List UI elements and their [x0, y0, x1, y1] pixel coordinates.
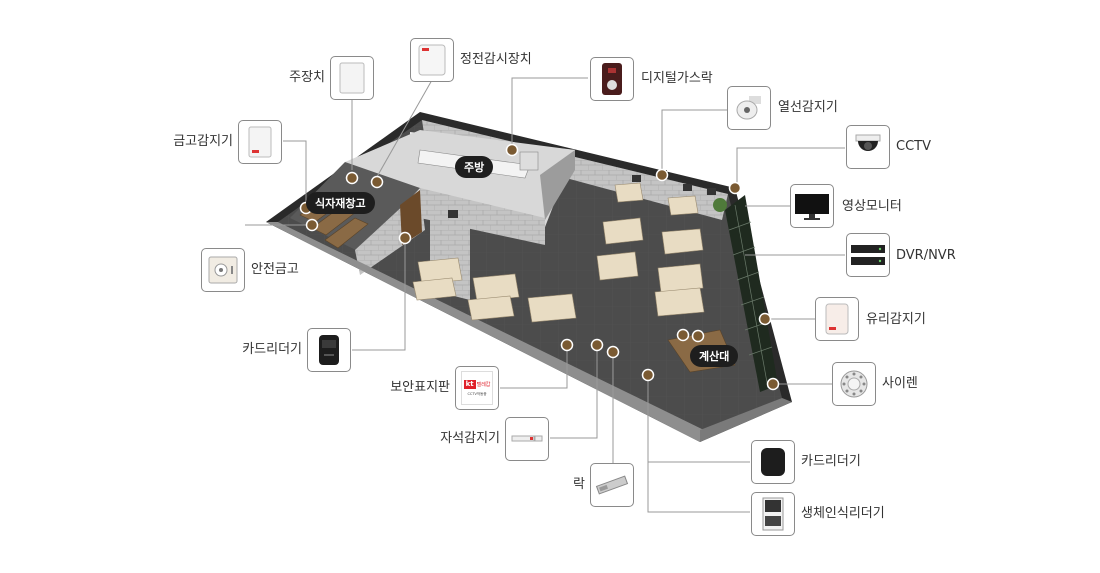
card-reader-right-box: [751, 440, 795, 484]
recorder-icon: [851, 245, 885, 265]
safe-detector-box: [238, 120, 282, 164]
safe-detector-icon: [248, 126, 272, 158]
heat-detector-label: 열선감지기: [778, 100, 838, 115]
safe-icon: [208, 256, 238, 284]
security-sign-box: kt 텔레캅 CCTV작동중: [455, 366, 499, 410]
sign-brand: kt: [463, 379, 476, 389]
sign-caption: CCTV작동중: [467, 391, 487, 396]
security-sign-icon: kt 텔레캅 CCTV작동중: [461, 371, 493, 405]
room-tag-storage: 식자재창고: [306, 192, 375, 214]
room-tag-kitchen: 주방: [455, 156, 494, 178]
sign-brand-sub: 텔레캅: [476, 381, 491, 388]
siren-icon: [840, 370, 868, 398]
siren-box: [832, 362, 876, 406]
card-reader-icon: [761, 448, 785, 476]
digital-lock-label: 디지털가스락: [641, 71, 713, 86]
glass-wall: [725, 195, 778, 392]
lock-box: [590, 463, 634, 507]
siren-label: 사이렌: [882, 376, 918, 391]
card-reader-left-label: 카드리더기: [242, 342, 302, 357]
power-monitor-label: 정전감시장치: [460, 52, 532, 67]
digital-lock-box: [590, 57, 634, 101]
magnetic-detector-label: 자석감지기: [440, 431, 500, 446]
room-tag-counter: 계산대: [690, 345, 739, 367]
fingerprint-reader-icon: [762, 497, 784, 531]
video-monitor-box: [790, 184, 834, 228]
digital-lock-icon: [602, 63, 622, 95]
card-reader-left-box: [307, 328, 351, 372]
monitor-icon: [795, 194, 829, 220]
cctv-label: CCTV: [896, 139, 931, 154]
safe-detector-label: 금고감지기: [173, 134, 233, 149]
safe-box: [201, 248, 245, 292]
video-monitor-label: 영상모니터: [842, 199, 902, 214]
magnetic-detector-icon: [511, 435, 543, 442]
dvr-nvr-label: DVR/NVR: [896, 248, 956, 263]
main-controller-box: [330, 56, 374, 100]
magnetic-detector-box: [505, 417, 549, 461]
device-markers: [299, 143, 780, 391]
glass-detector-box: [815, 297, 859, 341]
dvr-nvr-box: [846, 233, 890, 277]
glass-detector-label: 유리감지기: [866, 312, 926, 327]
card-reader-right-label: 카드리더기: [801, 454, 861, 469]
connector-lines: [245, 77, 845, 513]
magnetic-lock-icon: [595, 475, 629, 495]
safe-label: 안전금고: [251, 262, 299, 277]
glass-detector-icon: [825, 303, 849, 335]
heat-detector-box: [727, 86, 771, 130]
control-panel-icon: [339, 62, 365, 94]
card-reader-icon: [319, 335, 339, 365]
dome-camera-icon: [855, 134, 881, 151]
main-controller-label: 주장치: [289, 70, 325, 85]
lock-label: 락: [573, 477, 585, 492]
power-monitor-box: [410, 38, 454, 82]
security-sign-label: 보안표지판: [390, 380, 450, 395]
biometric-reader-box: [751, 492, 795, 536]
power-monitor-icon: [418, 44, 446, 76]
cctv-box: [846, 125, 890, 169]
dining-tables: [412, 182, 705, 323]
biometric-reader-label: 생체인식리더기: [801, 506, 885, 521]
heat-detector-icon: [736, 96, 761, 120]
